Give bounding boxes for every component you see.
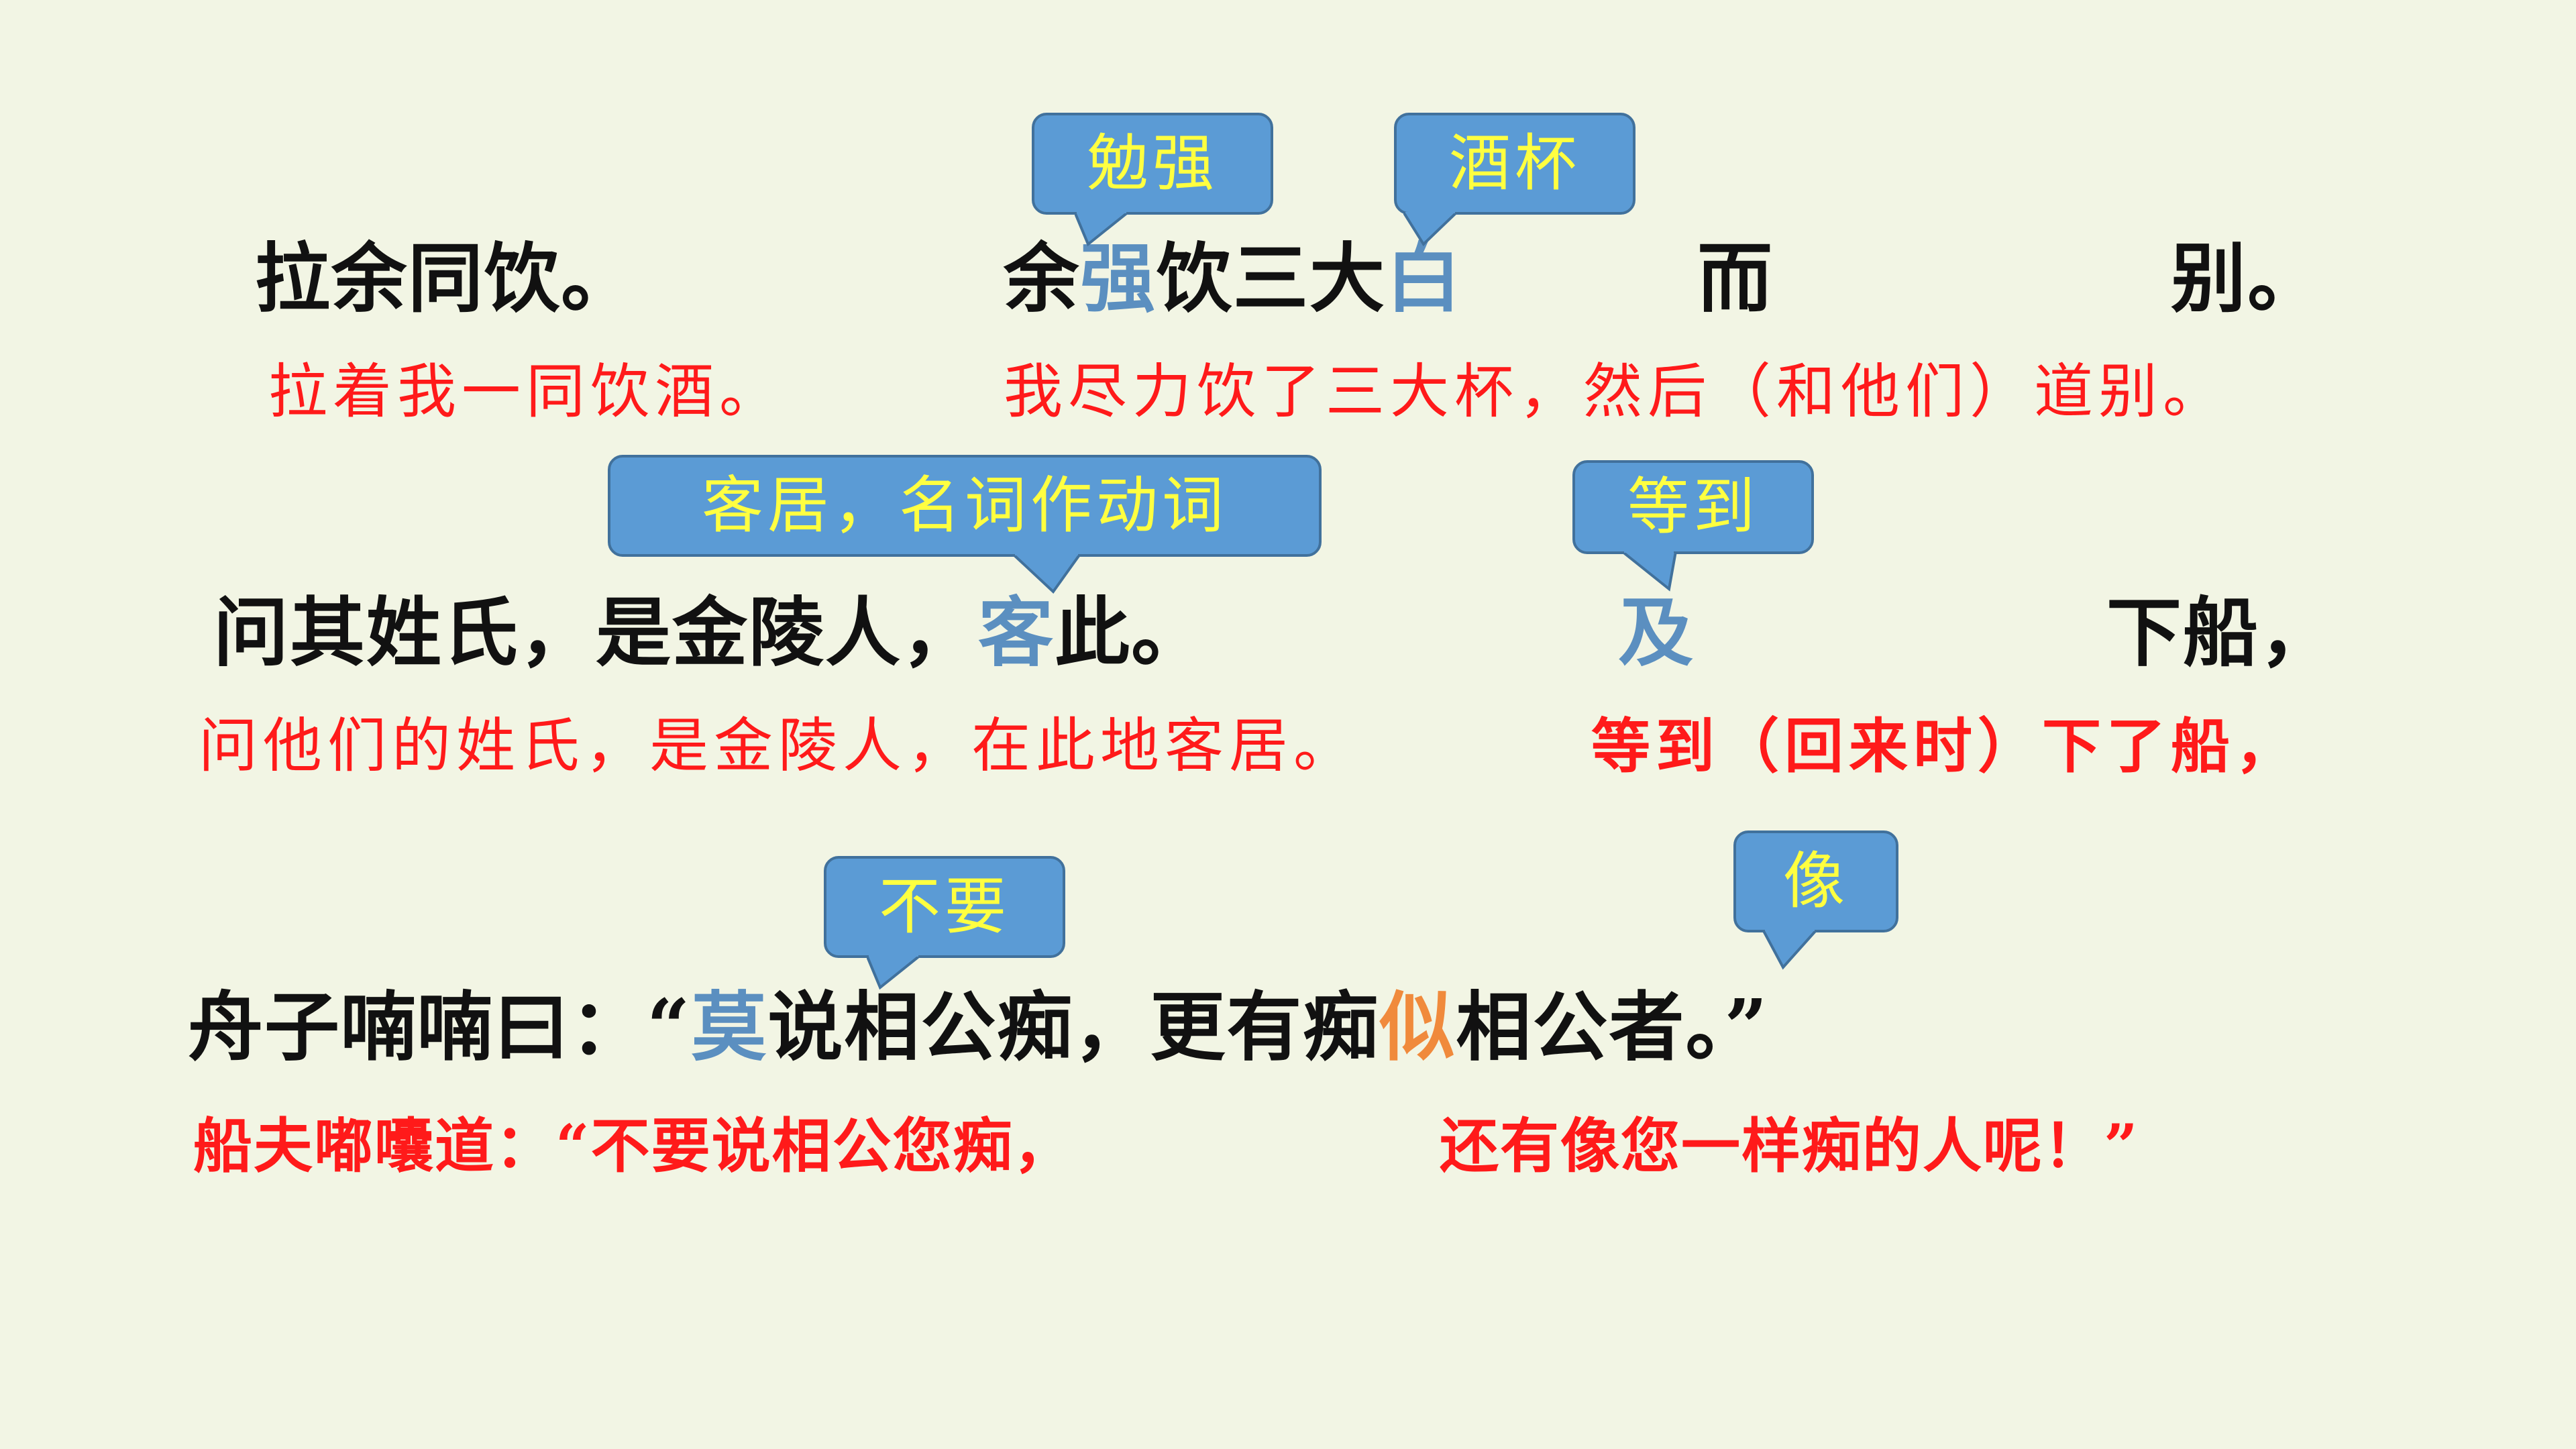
highlight-mo: 莫 [691, 983, 768, 1071]
line2-text: 此。 [1055, 589, 1208, 677]
line1-original-part1: 拉余同饮。 [255, 235, 637, 323]
callout-xiang: 像 [1733, 830, 1898, 970]
line1-text: 饮三大 [1157, 235, 1386, 323]
highlight-bai: 白 [1386, 235, 1462, 323]
line3-text: 说相公痴，更有痴 [767, 983, 1380, 1071]
callout-pointer [1622, 551, 1678, 592]
highlight-qiang: 强 [1080, 235, 1157, 323]
line1-translation-part2: 我尽力饮了三大杯，然后（和他们）道别。 [1004, 357, 2228, 426]
callout-pointer [1763, 930, 1819, 970]
callout-keju-text: 客居，名词作动词 [701, 470, 1228, 541]
highlight-si: 似 [1379, 983, 1456, 1071]
line3-text: 舟子喃喃曰：“ [188, 983, 692, 1071]
callout-buyao: 不要 [824, 856, 1065, 990]
callout-pointer [1013, 554, 1082, 594]
line3-text: 相公者。” [1456, 983, 1769, 1071]
line2-original-xiachuan: 下船， [2106, 589, 2336, 677]
callout-jiubei-text: 酒杯 [1448, 127, 1580, 199]
line3-original: 舟子喃喃曰：“莫说相公痴，更有痴似相公者。” [188, 990, 1769, 1065]
callout-jiubei: 酒杯 [1394, 113, 1635, 247]
callout-pointer [867, 955, 923, 990]
line2-text: 问其姓氏，是金陵人， [213, 589, 978, 677]
line2-translation-part2: 等到（回来时）下了船， [1591, 711, 2300, 781]
line1-original-bie: 别。 [2171, 235, 2324, 323]
callout-mianqiang: 勉强 [1032, 113, 1273, 247]
callout-dengdao: 等到 [1572, 460, 1814, 592]
highlight-ke: 客 [978, 589, 1055, 677]
line1-original-part2: 余强饮三大白 [1004, 241, 1462, 317]
line3-translation-part2: 还有像您一样痴的人呢！” [1440, 1111, 2139, 1181]
callout-pointer [1075, 212, 1131, 247]
line3-translation-part1: 船夫嘟囔道：“不要说相公您痴， [193, 1111, 1074, 1181]
line2-translation-part1: 问他们的姓氏，是金陵人，在此地客居。 [199, 711, 1358, 780]
line2-original-part1: 问其姓氏，是金陵人，客此。 [213, 596, 1208, 671]
line1-text: 余 [1004, 235, 1080, 323]
callout-buyao-text: 不要 [878, 871, 1010, 943]
callout-pointer [1403, 212, 1459, 247]
callout-keju: 客居，名词作动词 [608, 455, 1322, 594]
callout-xiang-text: 像 [1782, 845, 1849, 917]
line1-translation-part1: 拉着我一同饮酒。 [268, 357, 784, 426]
line1-original-er: 而 [1697, 235, 1774, 323]
highlight-ji: 及 [1618, 589, 1695, 677]
callout-mianqiang-text: 勉强 [1086, 127, 1218, 199]
callout-dengdao-text: 等到 [1627, 471, 1759, 543]
